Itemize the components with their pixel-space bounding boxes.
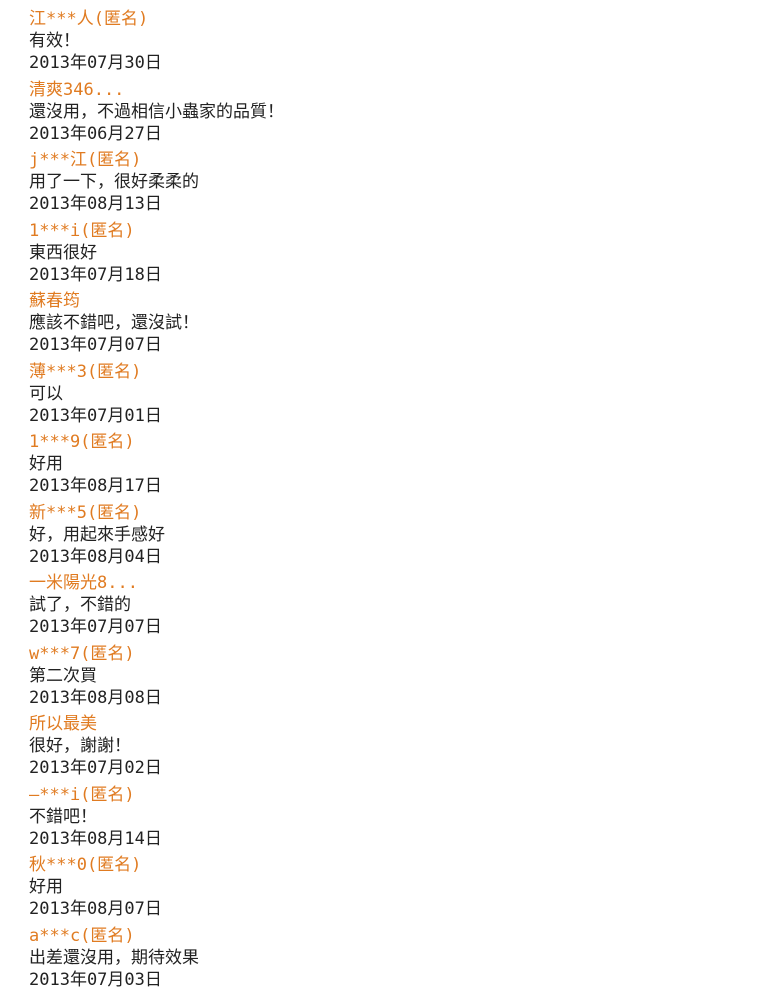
review-date: 2013年08月08日 <box>29 687 162 708</box>
review-date: 2013年08月07日 <box>29 899 162 919</box>
review-item: 清爽346... 還沒用，不過相信小蟲家的品質！ 2013年06月27日 <box>29 79 759 150</box>
review-date: 2013年06月27日 <box>29 123 162 144</box>
reviewer-name[interactable]: 1***9(匿名) <box>29 432 135 452</box>
review-item: j***江(匿名) 用了一下，很好柔柔的 2013年08月13日 <box>29 149 759 220</box>
review-comment: 好，用起來手感好 <box>29 524 165 545</box>
review-comment: 東西很好 <box>29 242 97 263</box>
review-comment: 第二次買 <box>29 665 97 686</box>
review-item: 所以最美 很好，謝謝！ 2013年07月02日 <box>29 713 759 784</box>
reviewer-name[interactable]: j***江(匿名) <box>29 150 142 170</box>
reviewer-name[interactable]: a***c(匿名) <box>29 925 135 946</box>
review-item: —***i(匿名) 不錯吧！ 2013年08月14日 <box>29 784 759 855</box>
review-item: w***7(匿名) 第二次買 2013年08月08日 <box>29 643 759 714</box>
review-comment: 還沒用，不過相信小蟲家的品質！ <box>29 101 284 122</box>
reviewer-name[interactable]: 1***i(匿名) <box>29 220 135 241</box>
review-date: 2013年07月01日 <box>29 405 162 426</box>
review-item: 1***i(匿名) 東西很好 2013年07月18日 <box>29 220 759 291</box>
reviewer-name[interactable]: 新***5(匿名) <box>29 502 142 523</box>
review-item: 薄***3(匿名) 可以 2013年07月01日 <box>29 361 759 432</box>
review-date: 2013年08月14日 <box>29 828 162 849</box>
reviewer-name[interactable]: 秋***0(匿名) <box>29 855 142 875</box>
review-item: 一米陽光8... 試了，不錯的 2013年07月07日 <box>29 572 759 643</box>
reviewer-name[interactable]: w***7(匿名) <box>29 643 135 664</box>
reviewer-name[interactable]: 江***人(匿名) <box>29 9 149 29</box>
review-date: 2013年08月13日 <box>29 194 162 214</box>
review-comment: 用了一下，很好柔柔的 <box>29 172 199 192</box>
review-item: a***c(匿名) 出差還沒用，期待效果 2013年07月03日 <box>29 925 759 996</box>
review-comment: 應該不錯吧，還沒試！ <box>29 313 199 333</box>
reviewer-name[interactable]: 一米陽光8... <box>29 573 138 593</box>
review-item: 新***5(匿名) 好，用起來手感好 2013年08月04日 <box>29 502 759 573</box>
review-date: 2013年07月07日 <box>29 335 162 355</box>
reviewer-name[interactable]: 薄***3(匿名) <box>29 361 142 382</box>
review-date: 2013年07月30日 <box>29 53 162 73</box>
review-item: 秋***0(匿名) 好用 2013年08月07日 <box>29 854 759 925</box>
review-comment: 出差還沒用，期待效果 <box>29 947 199 968</box>
review-date: 2013年08月17日 <box>29 476 162 496</box>
review-item: 蘇春筠 應該不錯吧，還沒試！ 2013年07月07日 <box>29 290 759 361</box>
review-comment: 試了，不錯的 <box>29 595 131 615</box>
reviewer-name[interactable]: —***i(匿名) <box>29 784 135 805</box>
review-comment: 不錯吧！ <box>29 806 97 827</box>
review-date: 2013年07月18日 <box>29 264 162 285</box>
reviewer-name[interactable]: 清爽346... <box>29 79 125 100</box>
review-list: 江***人(匿名) 有效！ 2013年07月30日 清爽346... 還沒用，不… <box>29 8 759 995</box>
review-date: 2013年07月03日 <box>29 969 162 990</box>
review-item: 1***9(匿名) 好用 2013年08月17日 <box>29 431 759 502</box>
review-date: 2013年08月04日 <box>29 546 162 567</box>
review-comment: 很好，謝謝！ <box>29 736 131 756</box>
reviewer-name[interactable]: 蘇春筠 <box>29 291 80 311</box>
review-date: 2013年07月07日 <box>29 617 162 637</box>
review-comment: 好用 <box>29 877 63 897</box>
review-comment: 有效！ <box>29 31 80 51</box>
review-comment: 好用 <box>29 454 63 474</box>
review-date: 2013年07月02日 <box>29 758 162 778</box>
reviewer-name[interactable]: 所以最美 <box>29 714 97 734</box>
review-item: 江***人(匿名) 有效！ 2013年07月30日 <box>29 8 759 79</box>
review-comment: 可以 <box>29 383 63 404</box>
